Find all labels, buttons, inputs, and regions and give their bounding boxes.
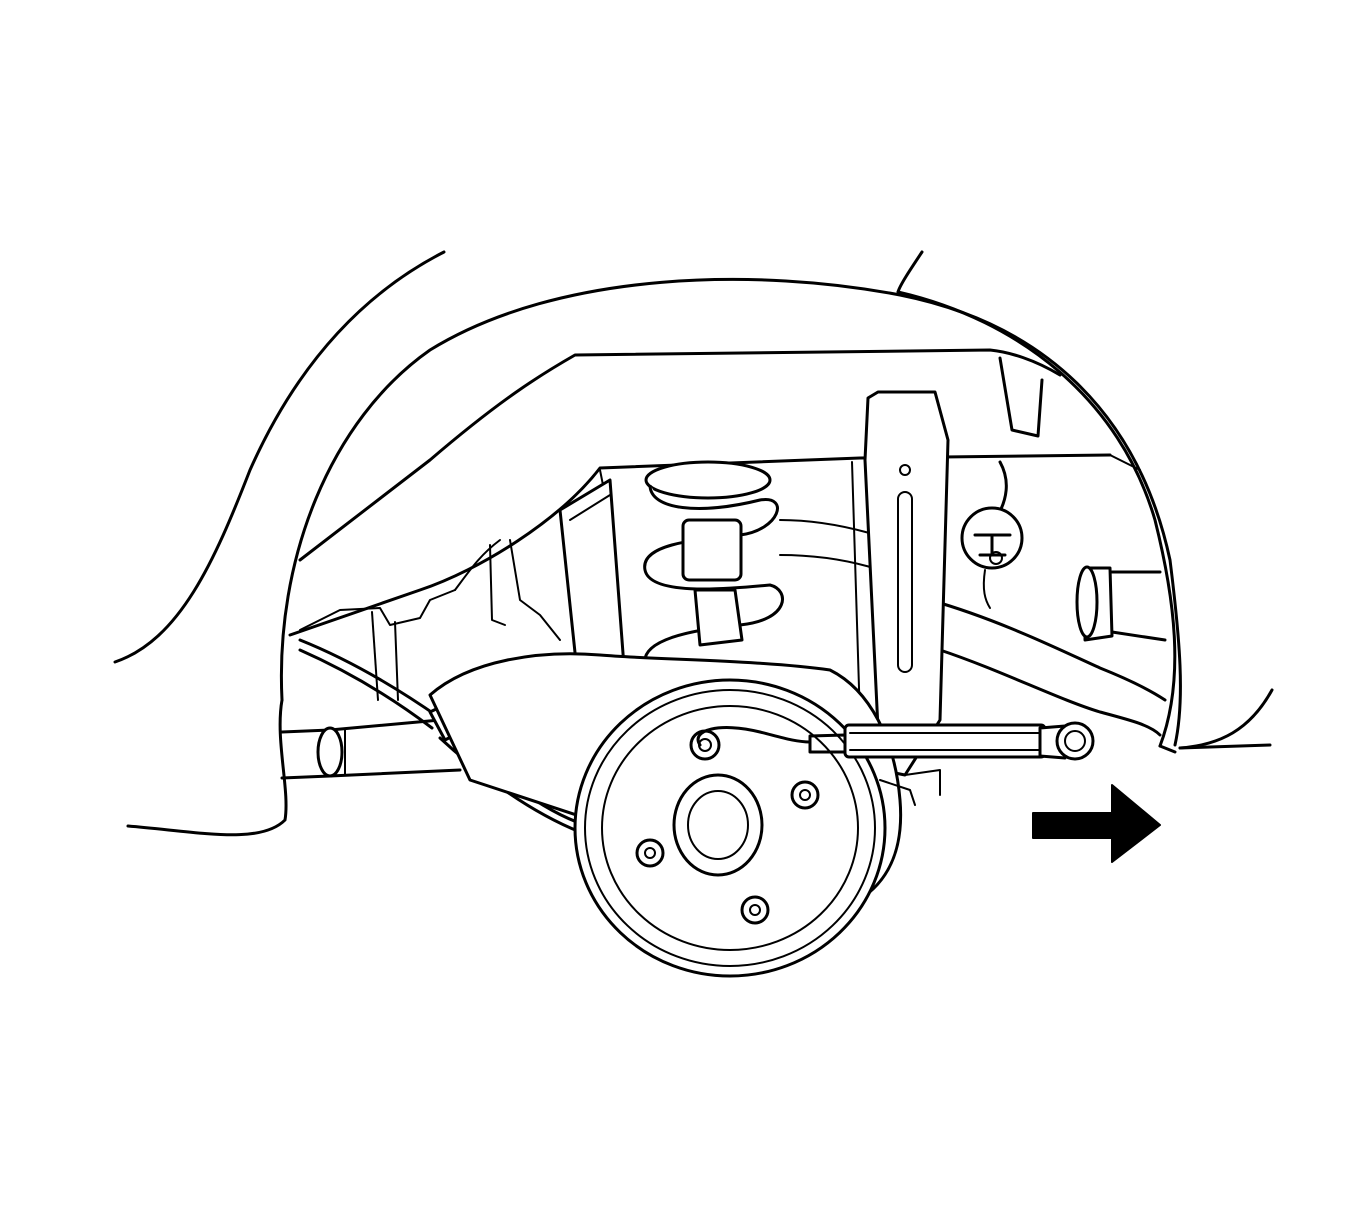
frame-rail — [288, 348, 1141, 637]
axle-tube — [280, 718, 462, 780]
brake-drum — [573, 678, 887, 978]
wheel-arch-liner — [279, 277, 1182, 754]
direction-arrow-icon — [1032, 784, 1161, 863]
adjusting-tool — [696, 721, 1095, 761]
mounting-bracket — [851, 390, 950, 777]
coil-spring — [643, 460, 784, 687]
exhaust-hanger — [960, 460, 1024, 609]
body-side-panel — [113, 250, 1274, 837]
rear-bushing — [1075, 565, 1167, 642]
